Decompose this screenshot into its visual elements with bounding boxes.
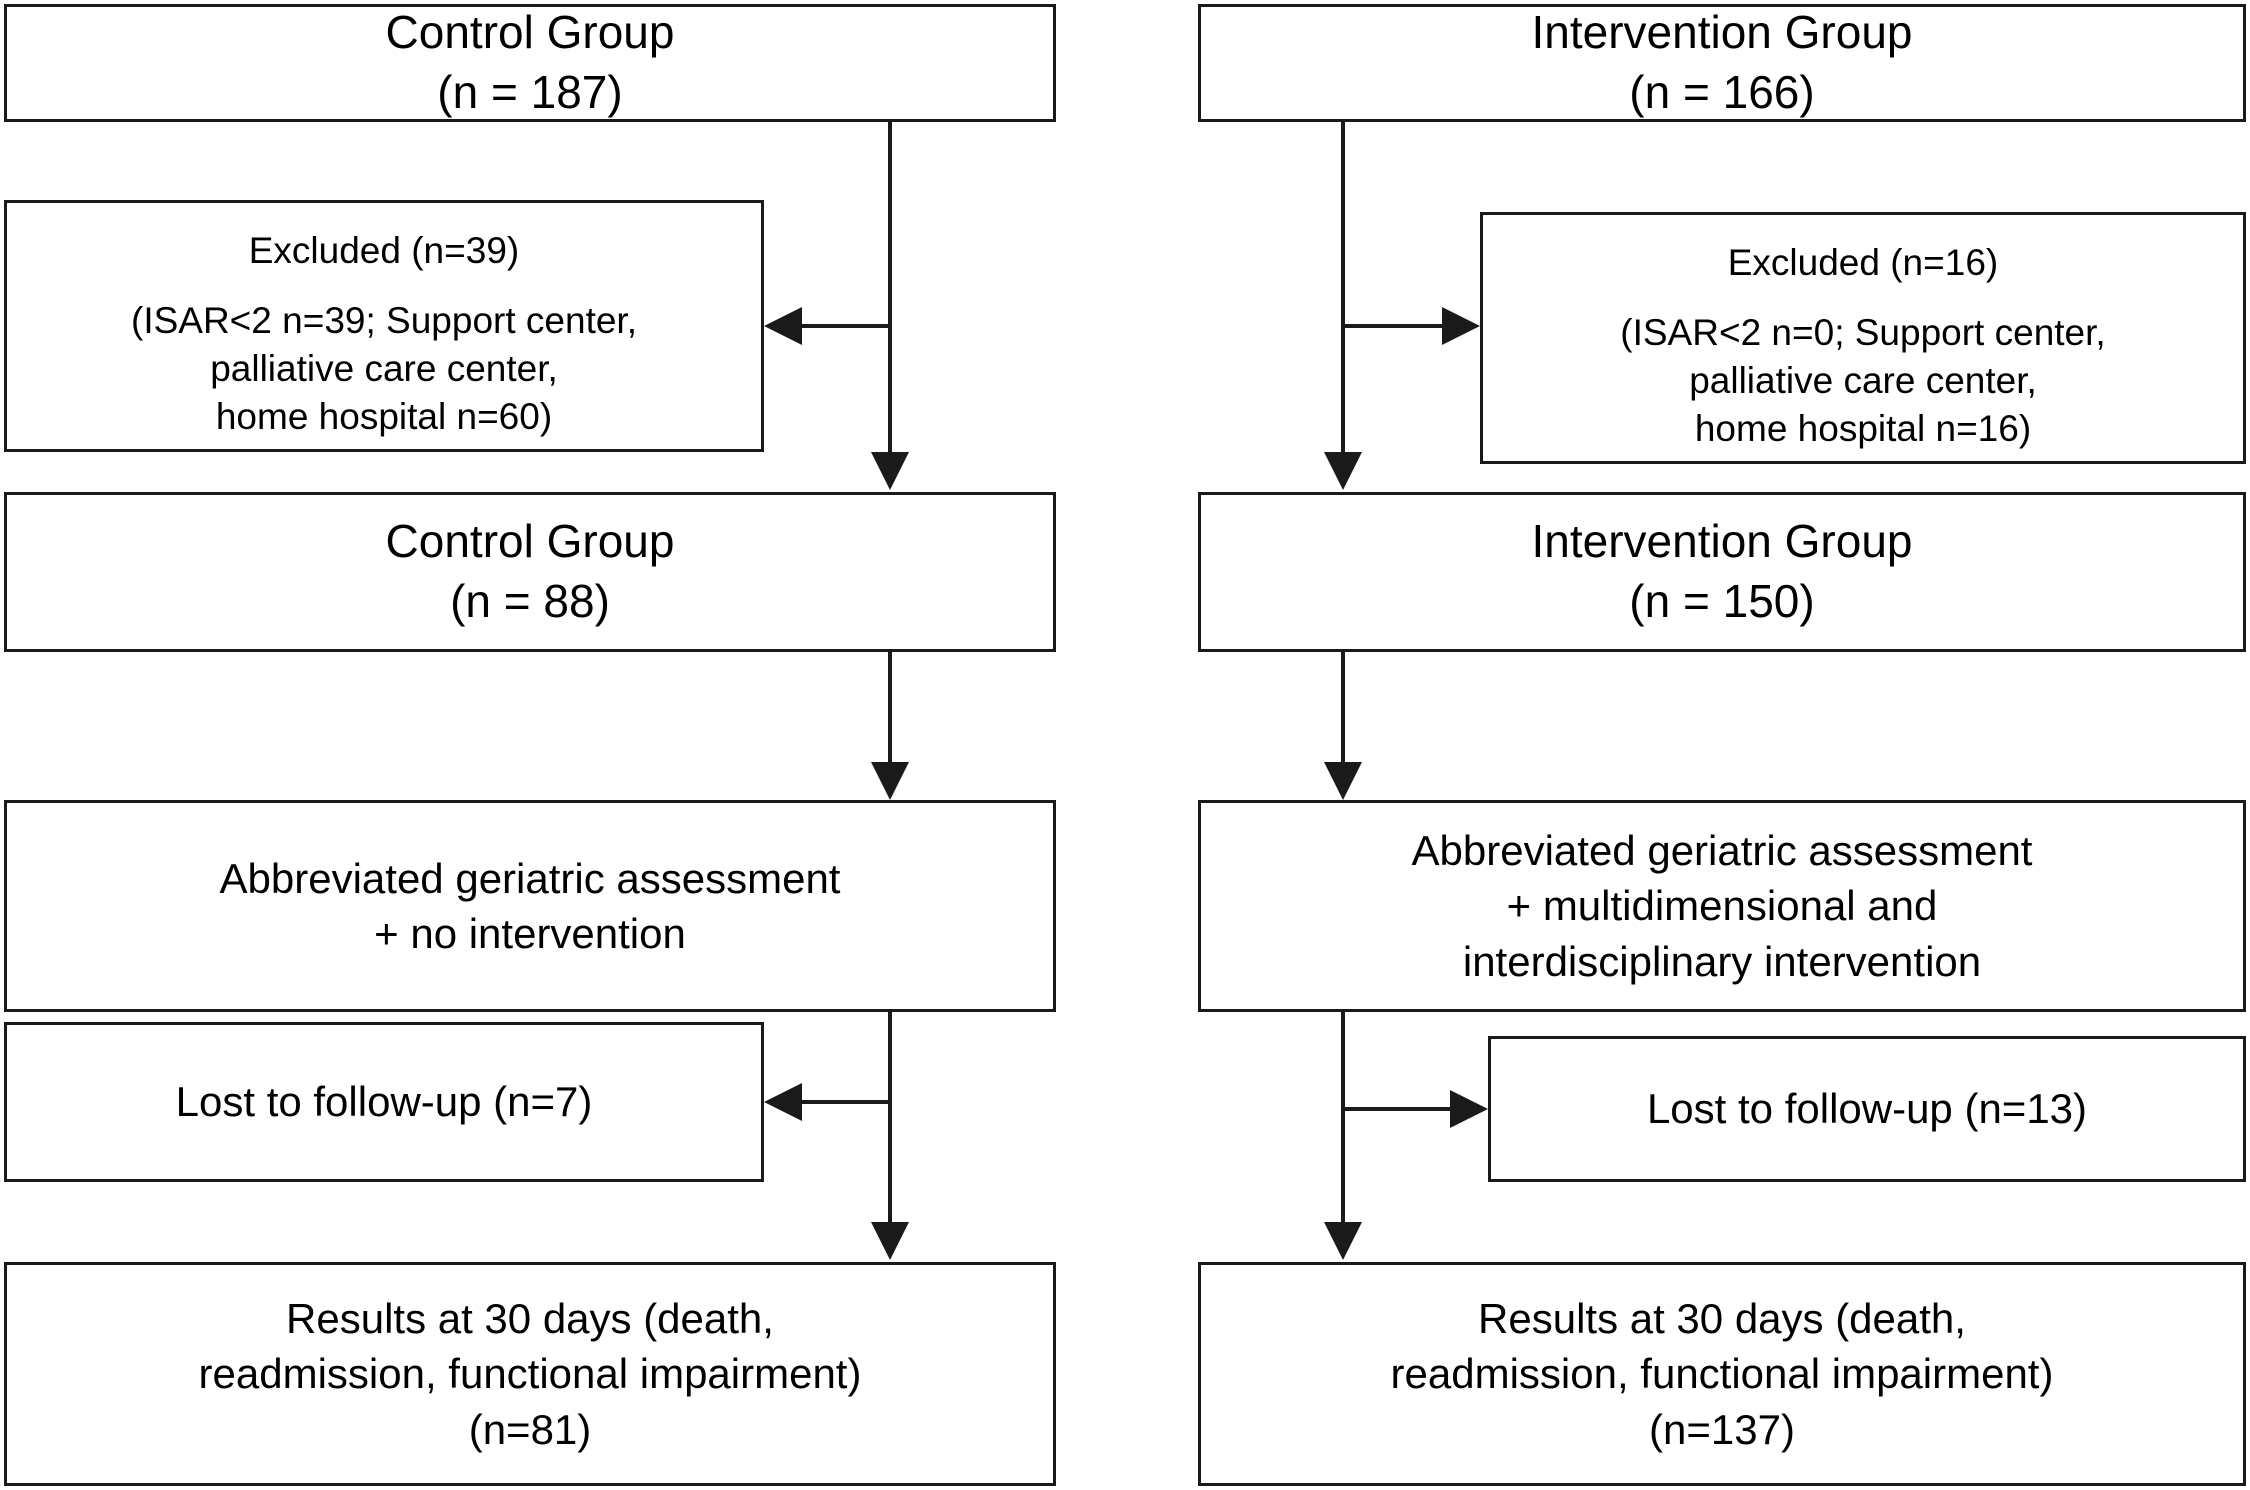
intervention-arrow-into-results xyxy=(1324,1222,1362,1260)
control-assessment-line2: + no intervention xyxy=(374,910,686,957)
intervention-branch-to-excluded xyxy=(1343,324,1443,328)
control-enrolled-line1: Control Group xyxy=(385,6,675,59)
intervention-allocated-line1: Intervention Group xyxy=(1531,515,1913,568)
control-assessment-line1: Abbreviated geriatric assessment xyxy=(219,854,841,902)
intervention-results-line1: Results at 30 days (death, xyxy=(1478,1294,1966,1342)
intervention-lost-box: Lost to follow-up (n=13) xyxy=(1488,1036,2246,1182)
control-excluded-line3: palliative care center, xyxy=(210,348,558,390)
control-enrolled-box: Control Group (n = 187) xyxy=(4,4,1056,122)
control-excluded-box: Excluded (n=39) (ISAR<2 n=39; Support ce… xyxy=(4,200,764,452)
control-excluded-line1: Excluded (n=39) xyxy=(248,230,520,271)
control-connector-enrolled-to-allocated xyxy=(888,118,892,456)
intervention-lost-line1: Lost to follow-up (n=13) xyxy=(1646,1085,2088,1133)
intervention-excluded-line1: Excluded (n=16) xyxy=(1727,242,1999,283)
control-allocated-line2: (n = 88) xyxy=(450,575,610,627)
intervention-connector-allocated-to-assessment xyxy=(1341,650,1345,766)
intervention-excluded-line2: (ISAR<2 n=0; Support center, xyxy=(1620,312,2106,354)
intervention-enrolled-box: Intervention Group (n = 166) xyxy=(1198,4,2246,122)
control-lost-line1: Lost to follow-up (n=7) xyxy=(175,1078,593,1126)
intervention-allocated-line2: (n = 150) xyxy=(1629,575,1815,627)
intervention-arrow-into-lost xyxy=(1450,1090,1488,1128)
intervention-excluded-line3: palliative care center, xyxy=(1689,360,2037,402)
control-assessment-box: Abbreviated geriatric assessment + no in… xyxy=(4,800,1056,1012)
control-arrow-into-assessment xyxy=(871,762,909,800)
intervention-excluded-box: Excluded (n=16) (ISAR<2 n=0; Support cen… xyxy=(1480,212,2246,464)
intervention-arrow-into-excluded xyxy=(1442,307,1480,345)
intervention-enrolled-line2: (n = 166) xyxy=(1629,66,1815,118)
control-results-line1: Results at 30 days (death, xyxy=(286,1294,774,1342)
control-connector-assessment-to-results xyxy=(888,1010,892,1226)
control-excluded-line4: home hospital n=60) xyxy=(215,396,553,438)
control-results-line3: (n=81) xyxy=(468,1405,592,1453)
control-connector-allocated-to-assessment xyxy=(888,650,892,766)
intervention-branch-to-lost xyxy=(1343,1107,1451,1111)
intervention-arrow-into-assessment xyxy=(1324,762,1362,800)
intervention-connector-enrolled-to-allocated xyxy=(1341,118,1345,456)
control-lost-box: Lost to follow-up (n=7) xyxy=(4,1022,764,1182)
control-arrow-into-results xyxy=(871,1222,909,1260)
control-arrow-into-allocated xyxy=(871,452,909,490)
control-branch-to-lost xyxy=(802,1100,890,1104)
control-branch-to-excluded xyxy=(802,324,890,328)
intervention-enrolled-line1: Intervention Group xyxy=(1531,6,1913,59)
intervention-allocated-box: Intervention Group (n = 150) xyxy=(1198,492,2246,652)
control-results-line2: readmission, functional impairment) xyxy=(198,1350,862,1398)
intervention-results-box: Results at 30 days (death, readmission, … xyxy=(1198,1262,2246,1486)
control-arrow-into-lost xyxy=(764,1083,802,1121)
intervention-results-line3: (n=137) xyxy=(1649,1405,1795,1453)
control-enrolled-line2: (n = 187) xyxy=(437,66,623,118)
intervention-arrow-into-allocated xyxy=(1324,452,1362,490)
control-arrow-into-excluded xyxy=(764,307,802,345)
control-excluded-line2: (ISAR<2 n=39; Support center, xyxy=(131,300,637,342)
control-results-box: Results at 30 days (death, readmission, … xyxy=(4,1262,1056,1486)
control-allocated-line1: Control Group xyxy=(385,515,675,568)
intervention-results-line2: readmission, functional impairment) xyxy=(1390,1350,2054,1398)
intervention-assessment-line3: interdisciplinary intervention xyxy=(1462,937,1982,985)
intervention-assessment-line1: Abbreviated geriatric assessment xyxy=(1411,826,2033,874)
control-allocated-box: Control Group (n = 88) xyxy=(4,492,1056,652)
intervention-excluded-line4: home hospital n=16) xyxy=(1694,408,2032,450)
intervention-connector-assessment-to-results xyxy=(1341,1010,1345,1226)
intervention-assessment-line2: + multidimensional and xyxy=(1506,882,1938,930)
intervention-assessment-box: Abbreviated geriatric assessment + multi… xyxy=(1198,800,2246,1012)
